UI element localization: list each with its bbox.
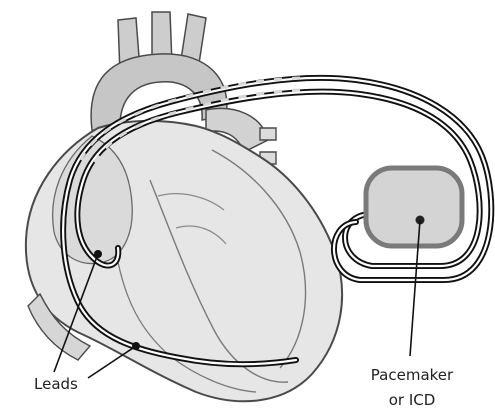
leads-pointer-line-lower <box>88 346 136 378</box>
device-label-line1: Pacemaker <box>371 366 454 384</box>
leads-label: Leads <box>34 375 78 393</box>
device-label-line2: or ICD <box>389 391 436 409</box>
pacemaker-device <box>366 168 462 246</box>
pulmonary-vein-upper <box>260 128 276 140</box>
device-body <box>366 168 462 246</box>
